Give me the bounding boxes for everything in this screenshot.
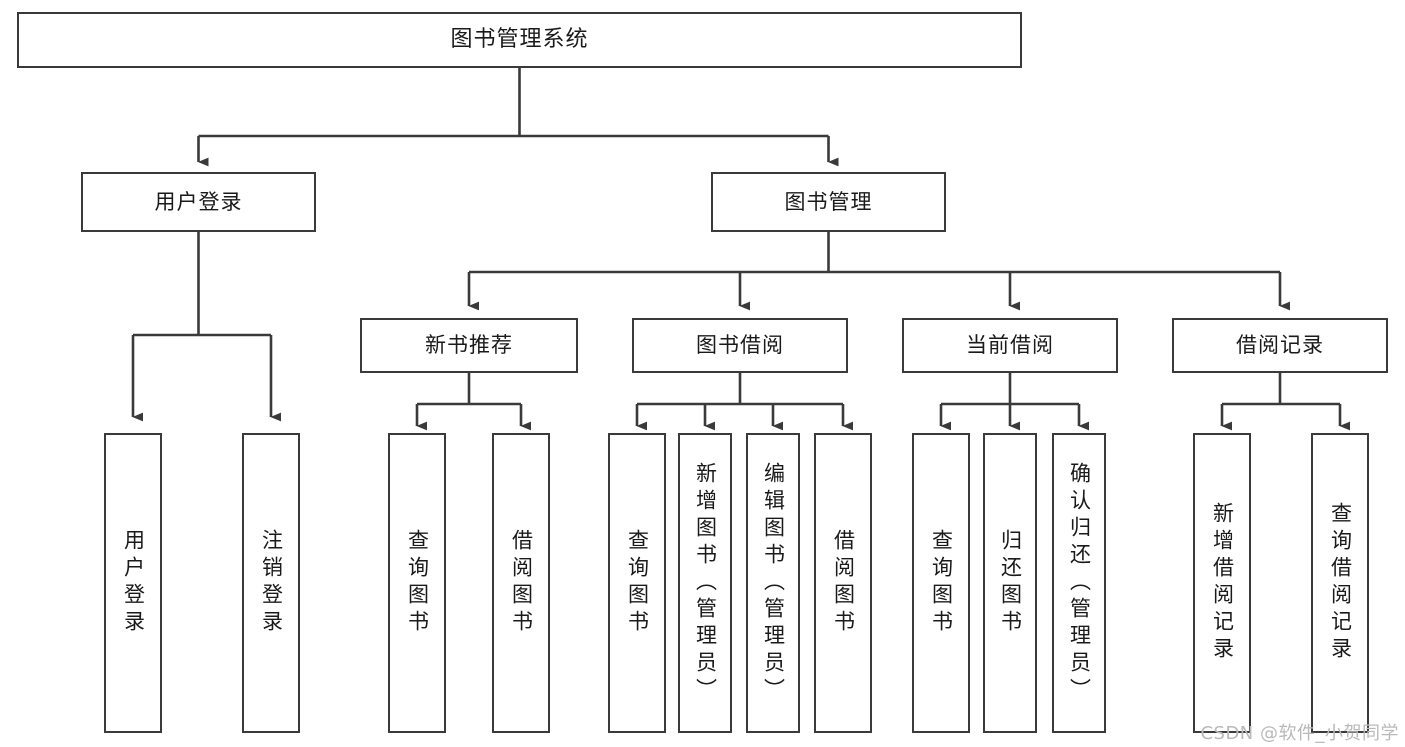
node-label: 图书管理系统 [450, 27, 589, 53]
leaf-query-borrow-record[interactable]: 查询借阅记录 [1311, 433, 1369, 733]
node-label: 查询图书 [405, 529, 430, 637]
node-label: 新增借阅记录 [1210, 502, 1235, 664]
leaf-add-book-admin[interactable]: 新增图书（管理员） [678, 433, 732, 733]
leaf-return-book[interactable]: 归还图书 [983, 433, 1037, 733]
node-label: 用户登录 [154, 189, 243, 214]
node-label: 确认归还（管理员） [1067, 461, 1092, 705]
leaf-query-book-borrow[interactable]: 查询图书 [608, 433, 666, 733]
node-label: 图书管理 [784, 189, 873, 214]
node-label: 图书借阅 [696, 333, 784, 358]
node-label: 编辑图书（管理员） [761, 461, 786, 705]
node-label: 当前借阅 [966, 333, 1054, 358]
node-current-borrow[interactable]: 当前借阅 [902, 318, 1118, 373]
node-book-borrow[interactable]: 图书借阅 [632, 318, 848, 373]
node-label: 查询借阅记录 [1328, 502, 1353, 664]
node-book-management[interactable]: 图书管理 [711, 172, 946, 232]
node-new-book-recommend[interactable]: 新书推荐 [360, 318, 578, 373]
leaf-query-book-recommend[interactable]: 查询图书 [388, 433, 446, 733]
leaf-logout[interactable]: 注销登录 [242, 433, 300, 733]
node-label: 借阅图书 [509, 529, 534, 637]
node-label: 归还图书 [998, 529, 1023, 637]
leaf-query-book-current[interactable]: 查询图书 [912, 433, 970, 733]
csdn-watermark: CSDN @软件_小贺同学 [1200, 723, 1399, 744]
leaf-user-login[interactable]: 用户登录 [104, 433, 162, 733]
leaf-edit-book-admin[interactable]: 编辑图书（管理员） [746, 433, 800, 733]
node-label: 查询图书 [625, 529, 650, 637]
leaf-add-borrow-record[interactable]: 新增借阅记录 [1193, 433, 1251, 733]
node-label: 查询图书 [929, 529, 954, 637]
leaf-confirm-return-admin[interactable]: 确认归还（管理员） [1052, 433, 1106, 733]
node-label: 借阅图书 [831, 529, 856, 637]
node-user-login[interactable]: 用户登录 [81, 172, 316, 232]
leaf-borrow-book-recommend[interactable]: 借阅图书 [492, 433, 550, 733]
node-label: 注销登录 [259, 529, 284, 637]
node-label: 用户登录 [121, 529, 146, 637]
node-label: 借阅记录 [1236, 333, 1324, 358]
node-label: 新书推荐 [425, 333, 513, 358]
node-borrow-record[interactable]: 借阅记录 [1172, 318, 1388, 373]
node-root-system[interactable]: 图书管理系统 [17, 12, 1022, 68]
node-label: 新增图书（管理员） [693, 461, 718, 705]
leaf-borrow-book[interactable]: 借阅图书 [814, 433, 872, 733]
